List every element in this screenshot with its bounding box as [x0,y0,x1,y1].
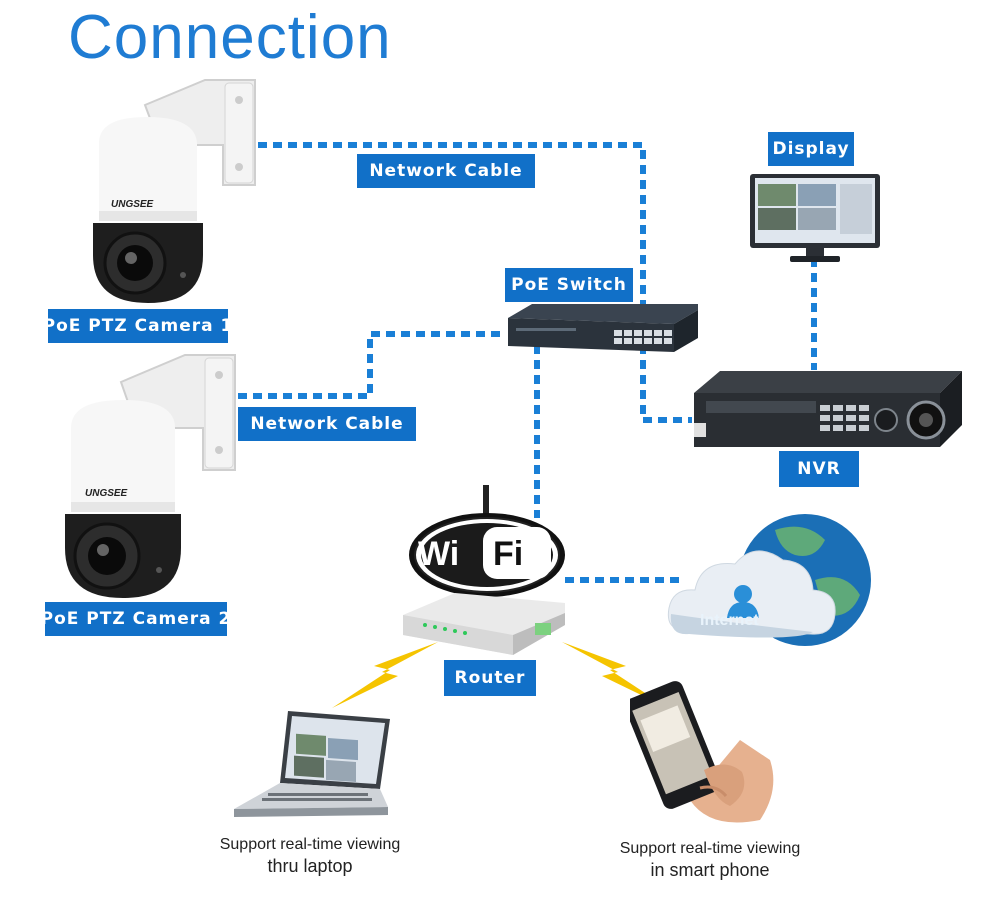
laptop-caption: Support real-time viewing thru laptop [205,836,415,877]
network-cable-2-label: Network Cable [238,407,416,441]
camera-1-brand: UNGSEE [111,199,154,210]
poe-switch-label: PoE Switch [505,268,633,302]
wifi-logo-wi: Wi [418,535,460,573]
phone-caption-line2: in smart phone [650,860,770,880]
internet-cloud-globe-icon [667,514,871,646]
poe-switch-icon [508,304,698,352]
phone-caption-line1: Support real-time viewing [619,840,801,857]
page-title: Connection [68,3,392,72]
display-monitor-icon [750,174,880,262]
camera-2-brand: UNGSEE [85,488,128,499]
phone-caption: Support real-time viewing in smart phone [605,840,815,881]
nvr-recorder-icon [694,371,962,447]
wireless-signal-left-icon [332,642,438,708]
smartphone-icon [630,681,774,823]
wifi-logo-fi: Fi [493,535,524,573]
ptz-camera-2-icon: UNGSEE [65,354,236,598]
wifi-router-icon [403,485,565,655]
laptop-icon [234,711,390,817]
laptop-caption-line1: Support real-time viewing [219,836,401,853]
wire-switch-nvr [640,345,692,423]
display-label: Display [768,132,854,166]
router-label: Router [444,660,536,696]
camera-2-label: PoE PTZ Camera 2 [41,602,230,636]
camera-1-label: PoE PTZ Camera 1 [43,309,232,343]
laptop-caption-line2: thru laptop [267,856,353,876]
wire-camera2-switch [238,331,505,399]
wire-camera1-switch [258,142,646,312]
network-cable-1-label: Network Cable [357,154,535,188]
nvr-label: NVR [779,451,859,487]
internet-label: Internet [700,612,759,629]
ptz-camera-1-icon: UNGSEE [93,79,256,303]
wireless-signal-right-icon [562,642,668,708]
